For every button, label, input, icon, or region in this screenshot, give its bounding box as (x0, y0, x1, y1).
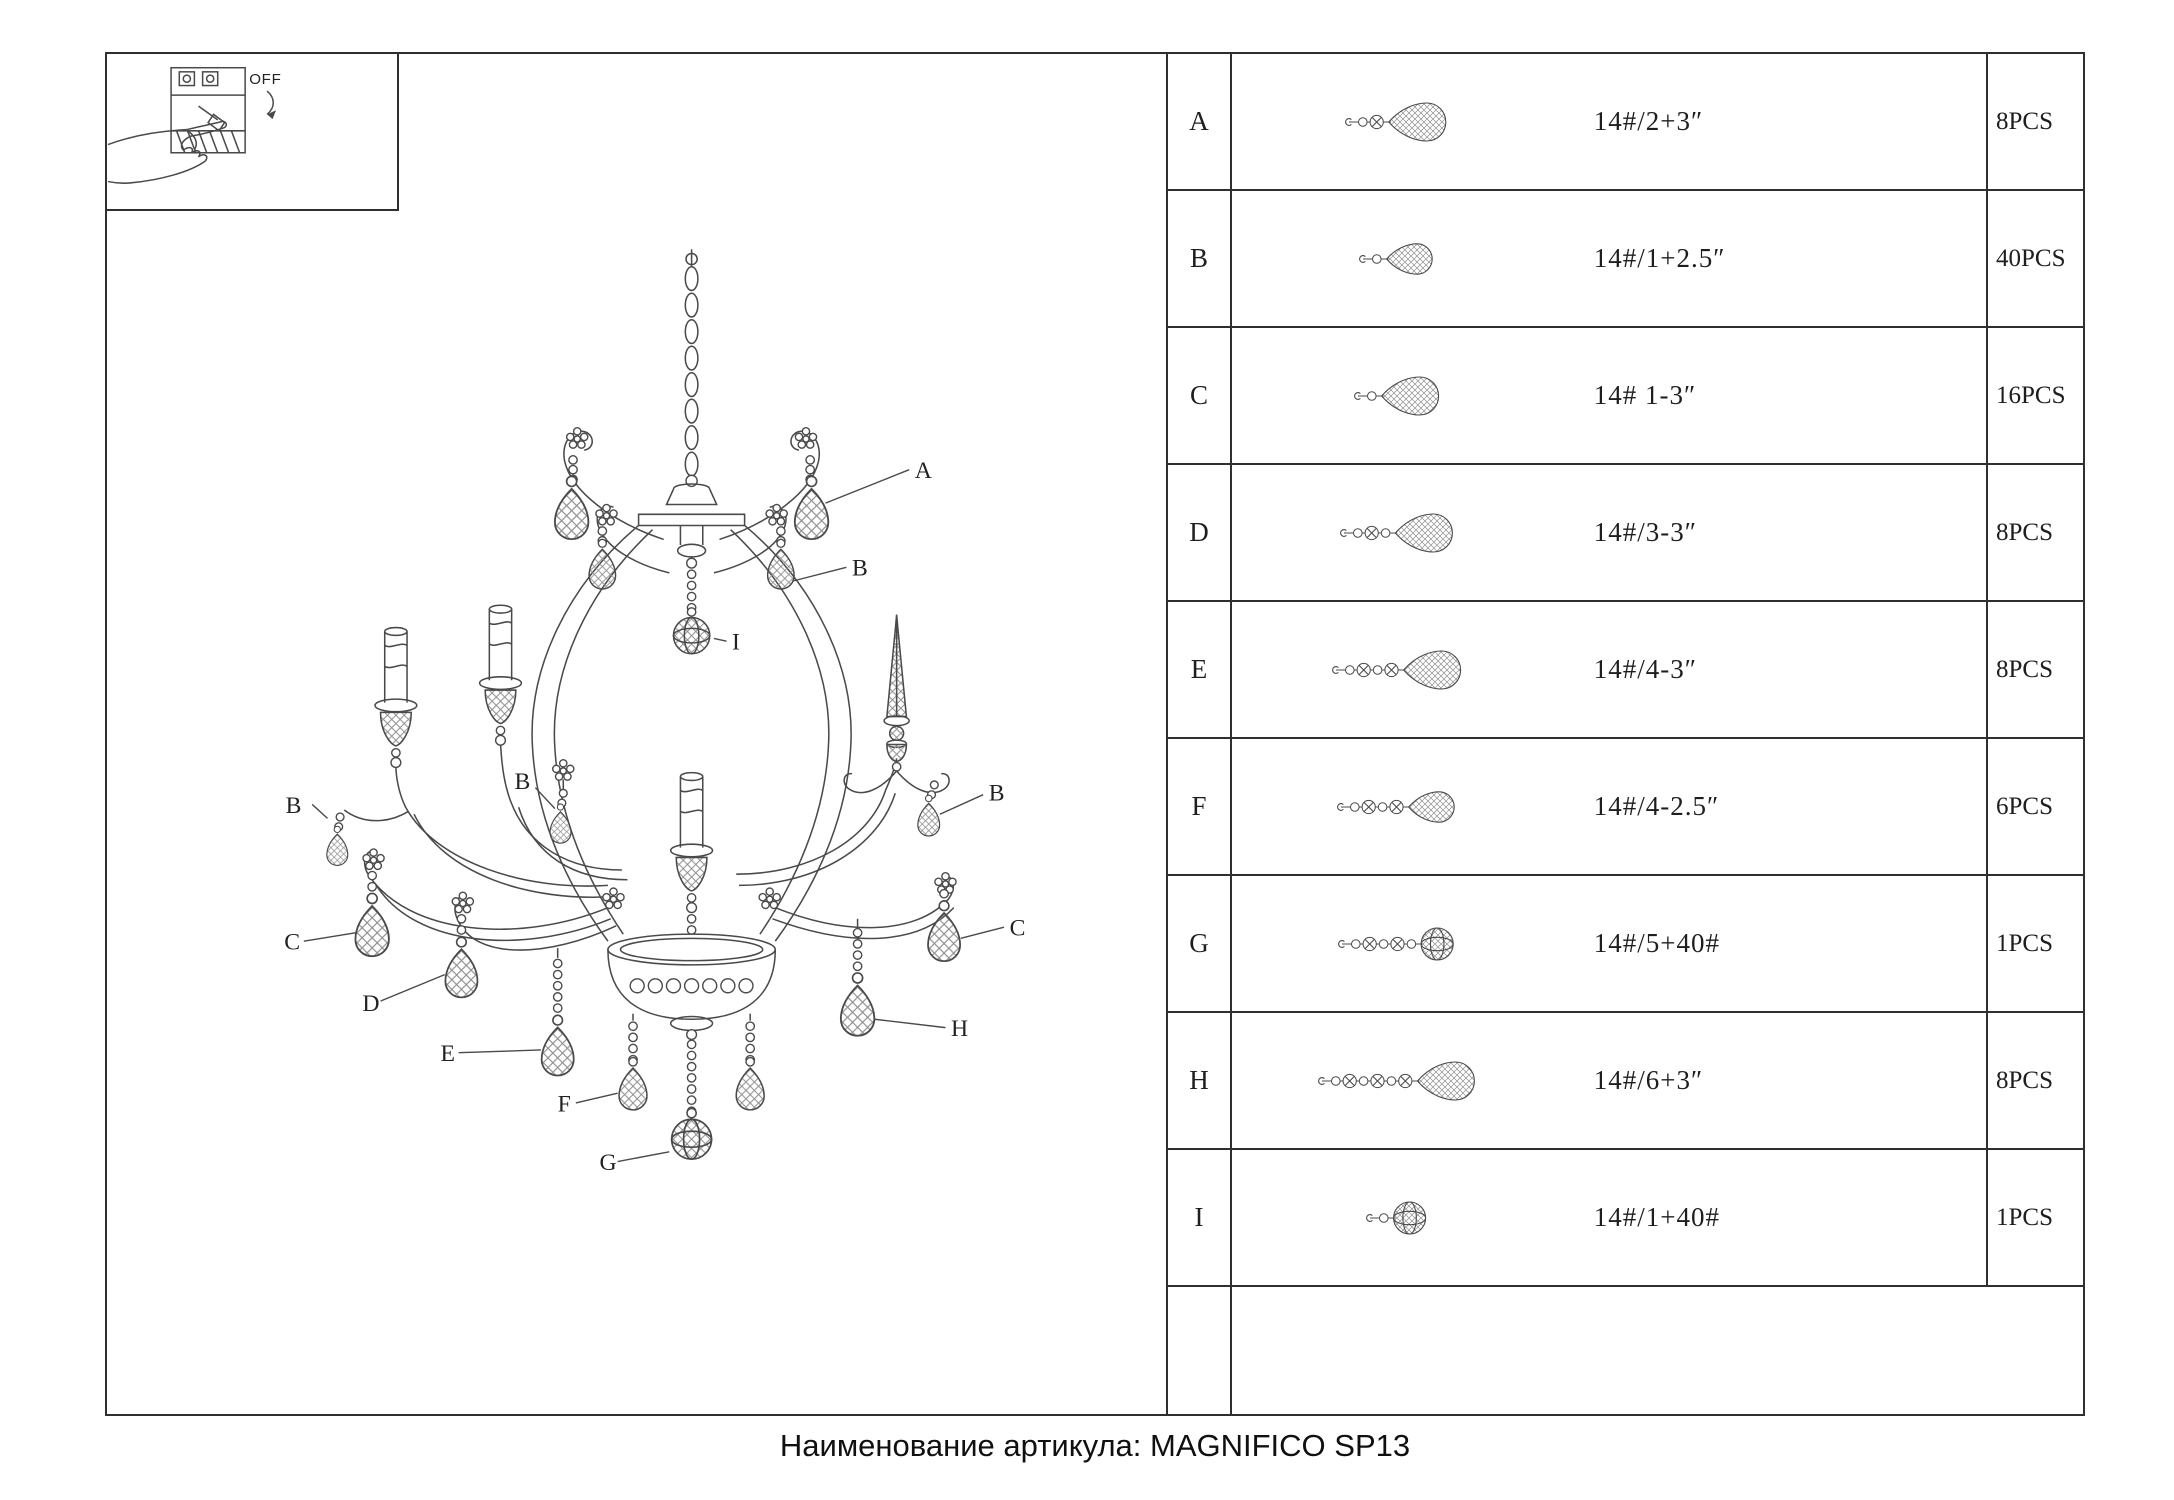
chandelier-diagram: A B I B B B C C D E F (284, 249, 1025, 1176)
part-qty: 16PCS (1986, 328, 2083, 463)
pendant-diagram (1366, 1200, 1427, 1235)
pendant-diagram (1345, 101, 1447, 142)
chandelier-frame (343, 426, 957, 951)
part-qty: 8PCS (1986, 465, 2083, 600)
circuit-breaker-icon (170, 66, 246, 154)
center-bowl (607, 933, 777, 1041)
table-row: E 14#/4-3″ 8PCS (1168, 602, 2083, 739)
callout-a: A (915, 458, 932, 484)
part-letter: C (1168, 328, 1232, 463)
part-letter: F (1168, 739, 1232, 874)
hand-icon (107, 120, 228, 184)
part-pendant-icon (1232, 911, 1564, 977)
part-pendant-icon (1232, 1185, 1564, 1251)
part-pendant-icon (1232, 1048, 1564, 1114)
chandelier-panel: OFF (107, 54, 1166, 1414)
pendant-diagram (1359, 242, 1433, 275)
part-pendant-icon (1232, 226, 1564, 292)
part-pendant-icon (1232, 774, 1564, 840)
part-letter: E (1168, 602, 1232, 737)
part-letter: D (1168, 465, 1232, 600)
part-code: 14#/6+3″ (1593, 1065, 1704, 1095)
off-label: OFF (249, 71, 281, 88)
part-qty: 6PCS (1986, 739, 2083, 874)
article-caption: Наименование артикула: MAGNIFICO SP13 (779, 1428, 1411, 1463)
part-pendant-icon (1232, 637, 1564, 703)
part-letter: H (1168, 1013, 1232, 1148)
part-code: 14#/1+40# (1593, 1202, 1720, 1232)
part-qty: 8PCS (1986, 1013, 2083, 1148)
pendant-diagram (1339, 512, 1453, 553)
callout-b-right: B (989, 780, 1005, 806)
table-empty-letter-cell (1168, 1287, 1232, 1414)
part-letter: B (1168, 191, 1232, 326)
candles (374, 604, 910, 935)
part-code: 14#/2+3″ (1593, 106, 1704, 136)
part-code: 14# 1-3″ (1593, 380, 1697, 410)
pendant-diagram (1353, 375, 1439, 416)
part-qty: 8PCS (1986, 602, 2083, 737)
part-code: 14#/4-2.5″ (1593, 791, 1720, 821)
callout-labels: A B I B B B C C D E F (284, 458, 1025, 1176)
part-letter: I (1168, 1150, 1232, 1285)
pendant-diagram (1337, 790, 1455, 823)
pendant-diagram (1331, 649, 1461, 690)
instruction-sheet: OFF (105, 52, 2085, 1416)
table-row: H 14#/6+3″ 8PCS (1168, 1013, 2083, 1150)
part-qty: 40PCS (1986, 191, 2083, 326)
callout-e: E (441, 1041, 455, 1067)
table-row: D 14#/3-3″ 8PCS (1168, 465, 2083, 602)
part-code: 14#/4-3″ (1593, 654, 1697, 684)
part-letter: A (1168, 54, 1232, 189)
callout-f: F (558, 1091, 571, 1117)
power-off-inset: OFF (107, 54, 399, 211)
table-row: A 14#/2+3″ 8PCS (1168, 54, 2083, 191)
callout-b-left: B (286, 793, 302, 819)
part-pendant-icon (1232, 500, 1564, 566)
table-row: I 14#/1+40# 1PCS (1168, 1150, 2083, 1287)
table-row: C 14# 1-3″ 16PCS (1168, 328, 2083, 465)
part-qty: 1PCS (1986, 1150, 2083, 1285)
callout-g: G (600, 1150, 617, 1176)
power-off-illustration: OFF (107, 66, 281, 184)
part-pendant-icon (1232, 89, 1564, 155)
callout-i: I (732, 630, 740, 656)
part-letter: G (1168, 876, 1232, 1011)
callout-c-right: C (1010, 916, 1026, 942)
part-code: 14#/3-3″ (1593, 517, 1697, 547)
part-pendant-icon (1232, 363, 1564, 429)
pendant-diagram (1317, 1060, 1475, 1101)
table-row: F 14#/4-2.5″ 6PCS (1168, 739, 2083, 876)
part-code: 14#/1+2.5″ (1593, 243, 1726, 273)
ceiling-chain (637, 249, 746, 655)
pendant-drops (326, 455, 961, 1161)
table-empty-row (1168, 1287, 2083, 1414)
part-code: 14#/5+40# (1593, 928, 1720, 958)
callout-d: D (362, 991, 379, 1017)
callout-b-mid: B (514, 769, 530, 795)
parts-table: A 14#/2+3″ 8PCS B 14#/1+2.5″ 40PCS C 14#… (1166, 54, 2083, 1414)
part-qty: 1PCS (1986, 876, 2083, 1011)
callout-c-left: C (284, 930, 300, 956)
callout-b-upper: B (852, 556, 868, 582)
pendant-diagram (1338, 926, 1455, 961)
table-row: G 14#/5+40# 1PCS (1168, 876, 2083, 1013)
switch-off-arrow-icon (266, 90, 277, 120)
table-row: B 14#/1+2.5″ 40PCS (1168, 191, 2083, 328)
part-qty: 8PCS (1986, 54, 2083, 189)
callout-h: H (951, 1016, 968, 1042)
